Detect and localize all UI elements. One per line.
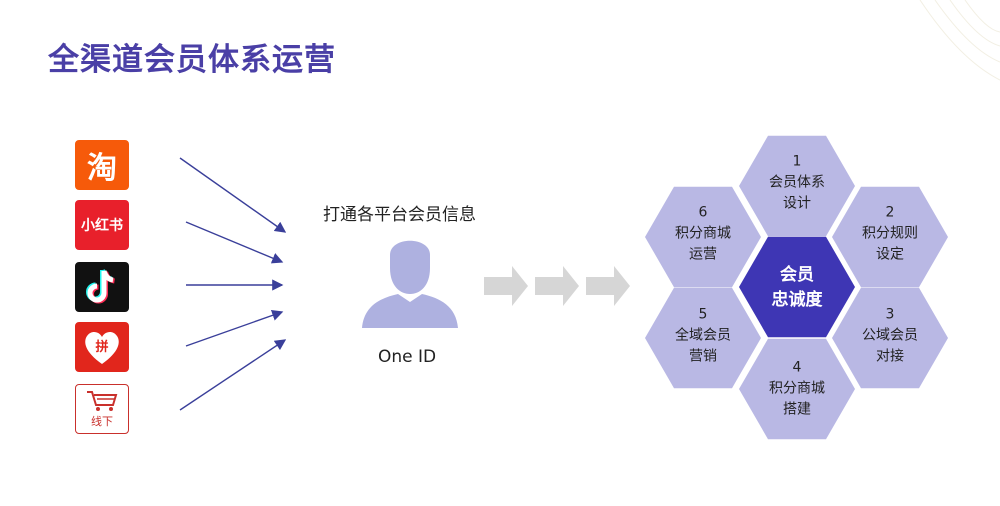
hex-3-line1: 公域会员: [862, 327, 918, 344]
hex-4-line1: 积分商城: [769, 380, 825, 397]
page-title: 全渠道会员体系运营: [48, 42, 336, 78]
hex-3-label: 3 公域会员 对接: [840, 305, 940, 368]
douyin-note-icon: [86, 269, 116, 304]
xiaohongshu-logo-text: 小红书: [81, 218, 123, 234]
xiaohongshu-logo-icon: 小红书: [75, 200, 129, 250]
hex-center-line2: 忠诚度: [771, 290, 823, 310]
taobao-logo-icon: 淘: [75, 140, 129, 190]
decorative-corner-lines: [919, 0, 1000, 81]
arrow-pinduoduo: [185, 309, 284, 347]
hex-6-num: 6: [698, 204, 708, 221]
one-id-label: One ID: [377, 347, 437, 367]
shopping-cart-icon: [87, 391, 118, 411]
subtitle: 打通各平台会员信息: [323, 205, 476, 225]
hex-1-line2: 设计: [783, 195, 811, 212]
taobao-logo-text: 淘: [87, 151, 117, 186]
hex-6-line1: 积分商城: [675, 225, 731, 242]
hex-6-label: 6 积分商城 运营: [653, 203, 753, 266]
hex-5-line1: 全域会员: [675, 327, 731, 344]
arrow-xiaohongshu: [185, 221, 284, 264]
hex-center-line1: 会员: [780, 265, 814, 285]
hex-2-num: 2: [885, 204, 895, 221]
offline-label: 线下: [91, 415, 113, 428]
person-icon: [362, 240, 458, 328]
hex-4-label: 4 积分商城 搭建: [747, 358, 847, 421]
hex-center-label: 会员 忠诚度: [747, 263, 847, 313]
douyin-logo-icon: [75, 262, 129, 312]
hex-6-line2: 运营: [689, 246, 717, 263]
arrow-offline: [179, 339, 287, 411]
hex-5-label: 5 全域会员 营销: [653, 305, 753, 368]
hex-2-line2: 设定: [876, 246, 904, 263]
hex-1-line1: 会员体系: [769, 174, 825, 191]
hex-1-num: 1: [792, 153, 802, 170]
hex-1-label: 1 会员体系 设计: [747, 152, 847, 215]
hex-3-line2: 对接: [876, 348, 904, 365]
heart-icon: [85, 331, 119, 364]
hex-4-line2: 搭建: [783, 401, 811, 418]
pinduoduo-logo-icon: 拼: [75, 322, 129, 372]
flow-chevrons: [484, 266, 630, 306]
hex-2-line1: 积分规则: [862, 225, 918, 242]
hex-2-label: 2 积分规则 设定: [840, 203, 940, 266]
pinduoduo-logo-text: 拼: [95, 339, 109, 355]
hex-4-num: 4: [792, 359, 802, 376]
arrow-taobao: [179, 157, 287, 233]
hex-5-line2: 营销: [689, 348, 717, 365]
offline-store-icon: 线下: [75, 384, 129, 434]
hex-5-num: 5: [698, 306, 708, 323]
hex-3-num: 3: [885, 306, 895, 323]
